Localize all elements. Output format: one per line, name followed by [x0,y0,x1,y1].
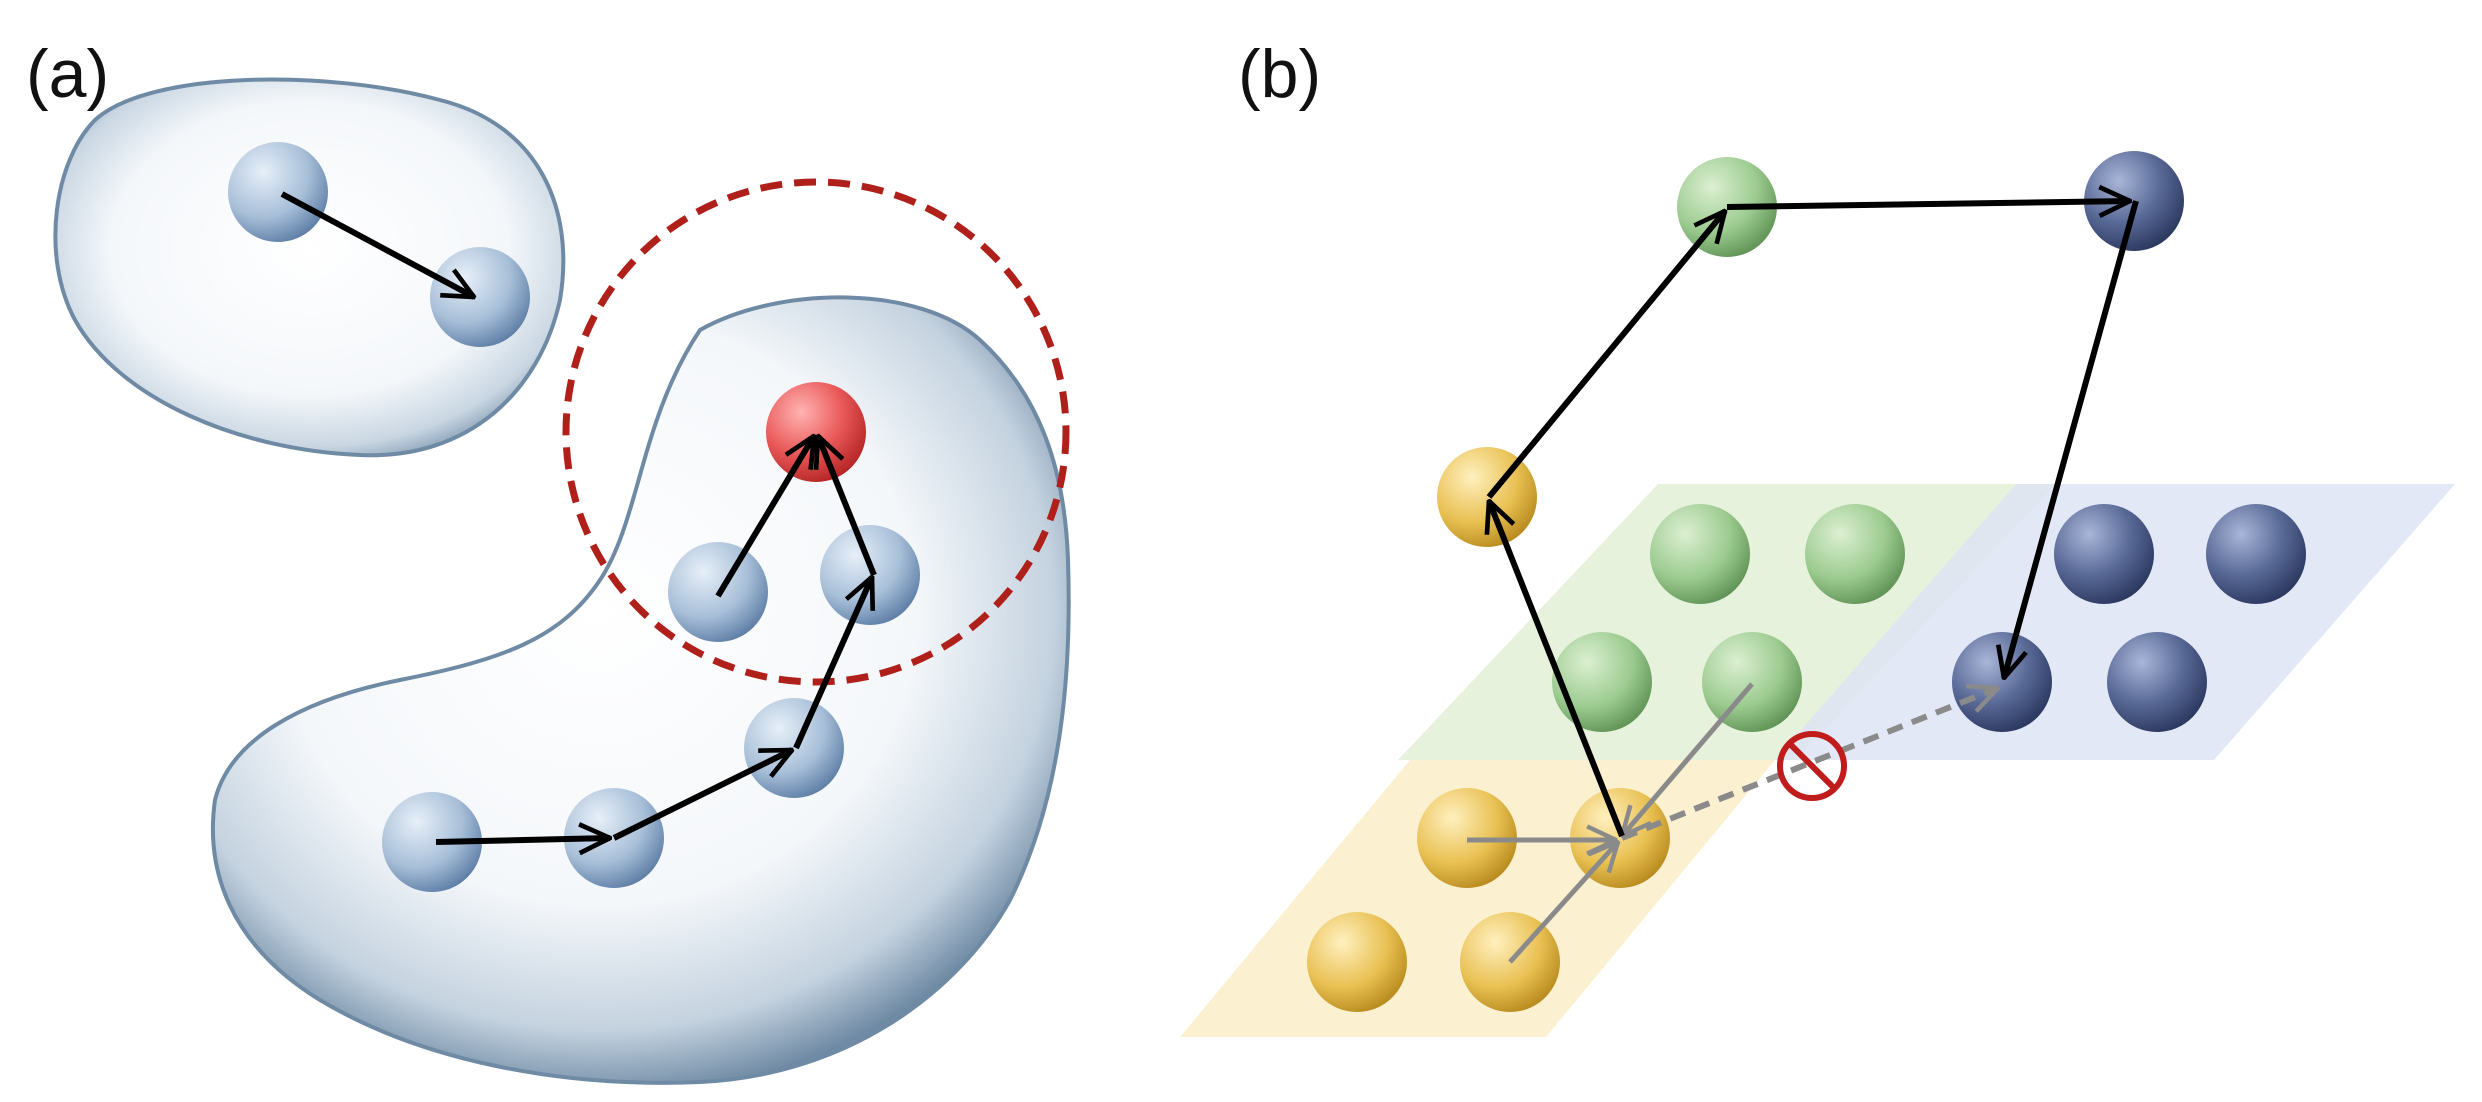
node [430,247,530,347]
edge-arrow [280,191,474,300]
target-node [766,382,866,482]
node [1702,632,1802,732]
node [382,792,482,892]
panel-b [1180,151,2455,1037]
edge-arrow [435,838,610,842]
edge-arrow [1726,201,2130,207]
prohibited-icon [1777,731,1847,801]
edge-arrow [1486,211,1725,499]
blocked-dashed-arrow [1620,688,1998,841]
edge-arrow [715,436,814,598]
node [1805,504,1905,604]
inhibited-arrow [1622,682,1754,836]
node [1437,447,1537,547]
small-cluster-blob [53,77,566,458]
node [820,525,920,625]
panel-a [53,77,1071,1085]
node [2107,632,2207,732]
node [1952,632,2052,732]
node [1650,504,1750,604]
panel-label-a: (a) [26,36,110,112]
panel-label-b: (b) [1238,36,1322,112]
node [1307,912,1407,1012]
edge-arrow [1489,501,1625,838]
edge-arrow [818,436,877,577]
edge-arrow [793,577,872,750]
node [228,142,328,242]
edge-arrow [2004,200,2139,678]
edge-arrow [612,747,792,841]
node [744,698,844,798]
neighborhood-dashed-circle [562,178,1070,686]
inhibited-arrow [1508,842,1618,964]
node [2054,504,2154,604]
node [1552,632,1652,732]
node [2206,504,2306,604]
